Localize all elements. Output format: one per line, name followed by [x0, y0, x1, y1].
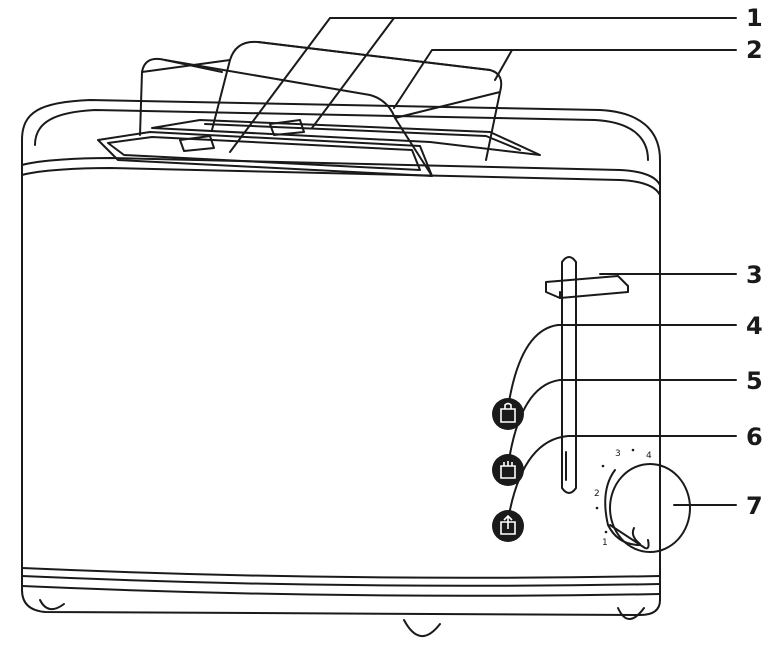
callout-5: 5 — [746, 367, 763, 395]
browning-dial[interactable] — [609, 463, 691, 553]
base-band — [21, 567, 661, 579]
dial-tick-4: 4 — [646, 451, 652, 461]
foot-left — [39, 599, 65, 611]
toaster-body — [21, 99, 661, 616]
cancel-button[interactable] — [492, 510, 524, 542]
callout-1: 1 — [746, 4, 763, 32]
leader-2b — [494, 49, 513, 81]
foot-center — [403, 619, 441, 637]
lever-handle[interactable] — [545, 275, 629, 299]
lever-slot — [561, 256, 577, 494]
reheat-icon — [500, 461, 516, 479]
leader-1b — [311, 17, 395, 129]
defrost-button[interactable] — [492, 398, 524, 430]
dial-tick-3: 3 — [615, 449, 621, 459]
cancel-icon — [500, 514, 516, 535]
callout-7: 7 — [746, 492, 763, 520]
bread-slot-front — [97, 131, 433, 177]
leader-4 — [507, 324, 737, 409]
callout-4: 4 — [746, 312, 763, 340]
dial-tick-1: 1 — [602, 538, 608, 548]
leader-5 — [507, 379, 737, 467]
defrost-icon — [500, 402, 516, 423]
leader-2 — [393, 49, 737, 109]
bun-warmer-rack — [139, 57, 433, 177]
bread-slot-back — [151, 119, 541, 156]
reheat-button[interactable] — [492, 454, 524, 486]
top-rim — [34, 109, 649, 161]
foot-right — [617, 607, 645, 620]
callout-3: 3 — [746, 261, 763, 289]
dial-tick-2: 2 — [594, 489, 600, 499]
callout-6: 6 — [746, 423, 763, 451]
leader-1a — [229, 17, 737, 153]
leader-6 — [507, 435, 737, 521]
callout-2: 2 — [746, 36, 763, 64]
